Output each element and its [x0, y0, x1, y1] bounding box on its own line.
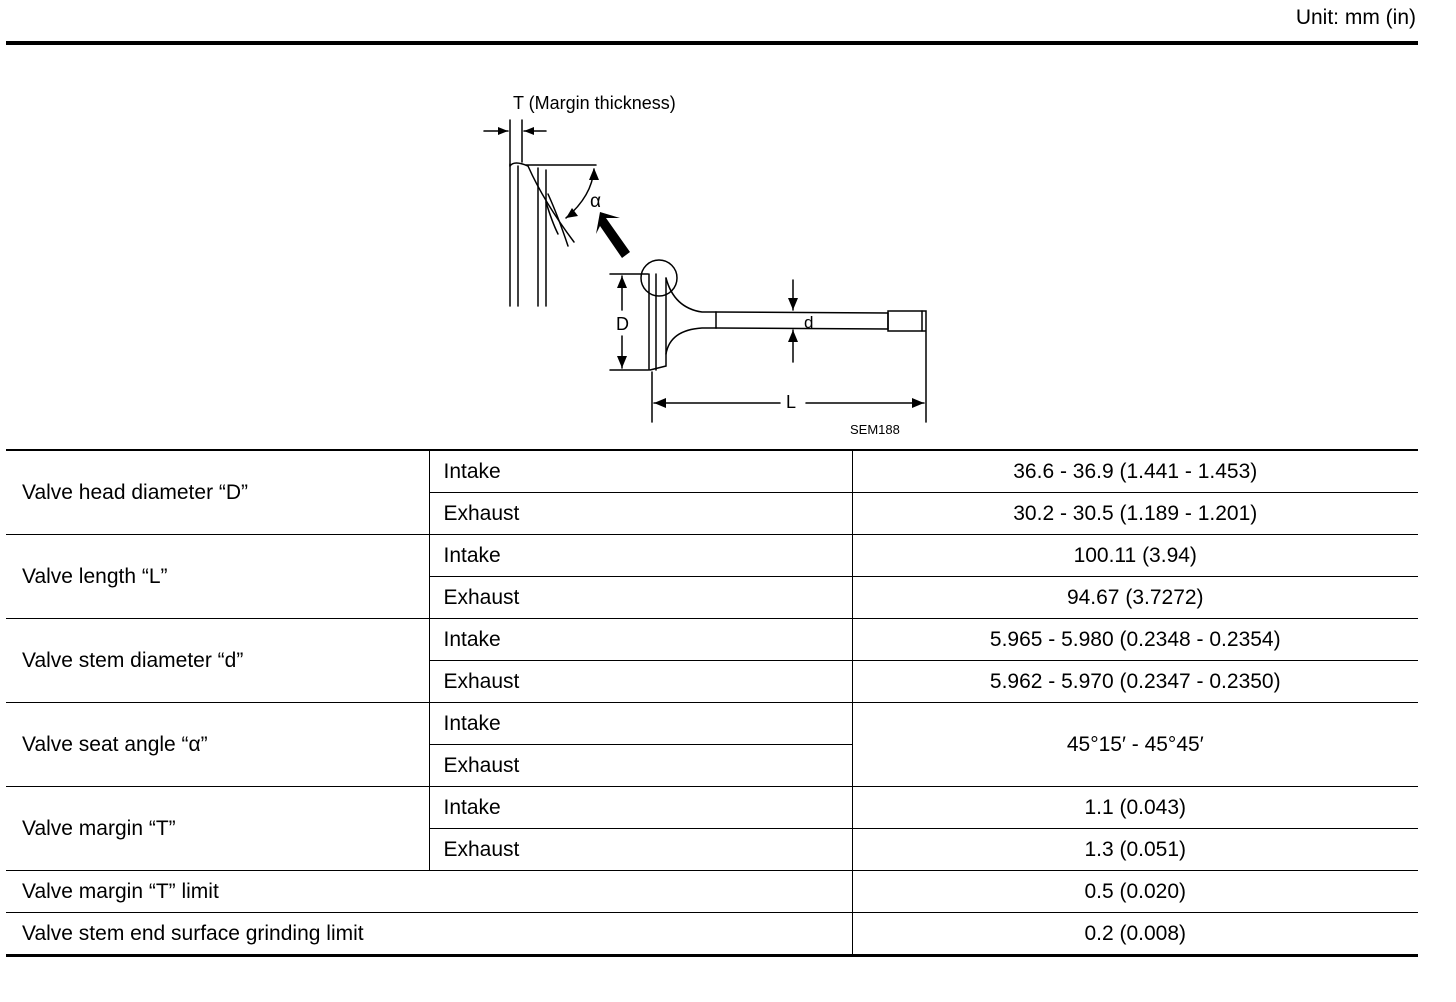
row-type: Exhaust [429, 744, 852, 787]
row-parameter: Valve margin “T” [6, 786, 430, 871]
table-row: Exhaust 1.3 (0.051) [6, 828, 1418, 871]
table-row: Valve length “L” Intake 100.11 (3.94) [6, 534, 1418, 619]
length-dimension [651, 331, 927, 423]
row-parameter: Valve head diameter “D” [6, 449, 430, 535]
margin-dimension [483, 119, 597, 167]
row-value: 5.962 - 5.970 (0.2347 - 0.2350) [851, 660, 1418, 703]
row-value: 0.2 (0.008) [851, 912, 1418, 957]
table-row: Exhaust [6, 744, 1418, 787]
table-row: Exhaust 94.67 (3.7272) [6, 576, 1418, 619]
angle-arrow-top [589, 168, 599, 180]
detail-circle [640, 259, 678, 297]
top-rule [6, 41, 1418, 45]
margin-arrow-left [498, 127, 508, 135]
row-value: 30.2 - 30.5 (1.189 - 1.201) [851, 492, 1418, 535]
margin-arrow-right [524, 127, 534, 135]
row-type: Intake [428, 534, 853, 577]
table-row: Valve seat angle “α” Intake 45°15′ - 45°… [6, 702, 1418, 787]
angle-arrow-bottom [566, 208, 578, 218]
d-arrow-top [617, 276, 627, 288]
row-type: Exhaust [429, 576, 853, 619]
valve-spec-table: Valve head diameter “D” Intake 36.6 - 36… [6, 449, 1418, 957]
l-arrow-right [912, 398, 924, 408]
row-value: 5.965 - 5.980 (0.2348 - 0.2354) [851, 618, 1418, 661]
row-parameter: Valve stem diameter “d” [6, 618, 430, 703]
table-row: Valve margin “T” Intake 1.1 (0.043) [6, 786, 1418, 871]
alpha-label: α [590, 191, 601, 212]
row-parameter: Valve length “L” [6, 534, 430, 619]
margin-detail-outline [509, 162, 575, 307]
row-value: 45°15′ - 45°45′ [851, 702, 1418, 787]
row-parameter: Valve margin “T” limit [6, 870, 853, 913]
row-type: Exhaust [429, 492, 853, 535]
valve-body [648, 273, 927, 371]
row-value: 36.6 - 36.9 (1.441 - 1.453) [851, 449, 1418, 493]
row-value: 94.67 (3.7272) [851, 576, 1418, 619]
stem-diameter-label: d [804, 313, 813, 332]
row-value: 0.5 (0.020) [851, 870, 1418, 913]
row-type: Intake [428, 618, 853, 661]
head-diameter-label: D [616, 314, 629, 334]
table-row: Exhaust 5.962 - 5.970 (0.2347 - 0.2350) [6, 660, 1418, 703]
row-parameter: Valve stem end surface grinding limit [6, 912, 853, 957]
valve-diagram: T (Margin thickness) α D d L SEM188 [470, 84, 950, 440]
length-label: L [786, 392, 796, 412]
figure-id: SEM188 [850, 422, 900, 437]
row-parameter: Valve seat angle “α” [6, 702, 430, 787]
d-arrow-bottom [617, 356, 627, 368]
row-type: Intake [428, 449, 853, 493]
table-row: Valve stem diameter “d” Intake 5.965 - 5… [6, 618, 1418, 703]
row-value: 100.11 (3.94) [851, 534, 1418, 577]
unit-label: Unit: mm (in) [1295, 6, 1416, 29]
l-arrow-left [654, 398, 666, 408]
stem-arrow-top [788, 298, 798, 310]
row-value: 1.3 (0.051) [851, 828, 1418, 871]
row-type: Exhaust [429, 828, 853, 871]
stem-arrow-bottom [788, 330, 798, 342]
row-type: Exhaust [429, 660, 853, 703]
table-row: Valve head diameter “D” Intake 36.6 - 36… [6, 449, 1418, 535]
row-type: Intake [428, 786, 853, 829]
table-row: Valve stem end surface grinding limit 0.… [6, 912, 1418, 957]
row-value: 1.1 (0.043) [851, 786, 1418, 829]
detail-pointer-arrow [596, 212, 630, 258]
table-row: Valve margin “T” limit 0.5 (0.020) [6, 870, 1418, 913]
margin-thickness-label: T (Margin thickness) [513, 93, 676, 113]
row-type: Intake [428, 702, 853, 745]
